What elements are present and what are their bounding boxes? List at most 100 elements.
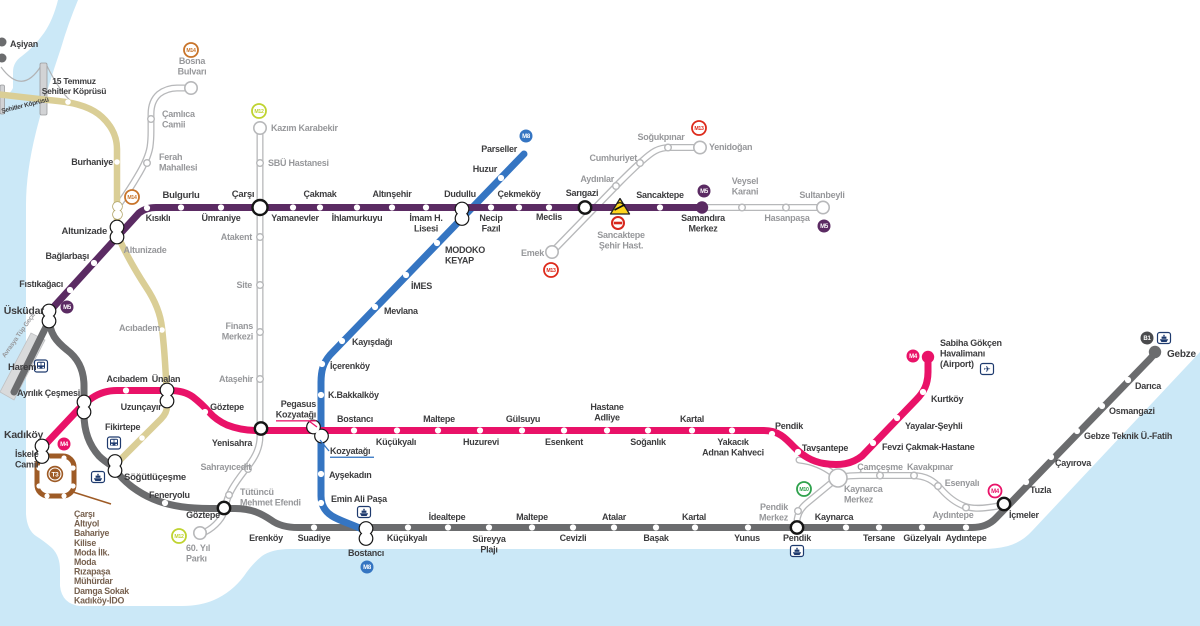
station-label: Acıbadem [106,374,147,384]
t3-loop-stop-dot [36,483,42,489]
interchange-station [113,202,122,211]
station-label: Tavşantepe [802,443,849,453]
ferry-cabin [95,475,101,478]
t3-loop-stop-dot [70,465,76,471]
t3-loop-stop-dot [44,493,50,499]
station-dot [161,499,169,507]
station-label: Kaynarca [815,512,855,522]
station-dot [317,470,325,478]
station-label: Söğütlüçeşme [124,472,186,483]
station-label: Yenisahra [212,438,254,448]
station-label: Çarşı [232,189,255,200]
ferry-cabin [361,510,367,513]
ferry-icon [90,470,106,484]
station-label: İhlamurkuyu [332,213,383,223]
line-badge-label: M12 [254,109,264,115]
interchange-station [251,198,269,217]
station-dot [256,281,265,290]
ferry-icon [1156,331,1172,345]
station-dot [518,427,526,434]
station-label: Site [236,280,252,290]
ferry-icon [356,505,372,519]
line-marmaray [45,312,1159,531]
label-pointer [308,420,318,428]
station-dot [433,239,441,247]
station-label: Aşiyan [10,39,38,49]
station-label: Kısıklı [146,213,171,223]
station-dot [444,524,452,531]
t3-pointer [72,491,112,505]
t3-stop-label: Moda İlk. [74,547,109,557]
station-label: Bostancı [348,548,384,558]
station-label: Parseller [481,144,518,154]
station-label: Erenköy [249,533,283,543]
station-label: Soğanlık [630,437,667,447]
station-dot [224,491,233,500]
train-window [38,362,41,366]
line-badge-m5 [60,300,74,314]
station-label: Göztepe [210,402,244,412]
station-dot [289,204,297,211]
station-label: Yenidoğan [709,142,752,152]
t3-loop-stop-dot [61,455,67,461]
station-dot [910,471,919,480]
station-label: Esenkent [545,437,583,447]
interchange-station [77,395,91,409]
station-dot [1047,453,1055,461]
interchange-station [253,421,269,436]
station-label: Ümraniye [201,213,240,223]
station-dot [934,482,943,491]
t3-stop-label: Mühürdar [74,576,113,586]
station-dot [350,427,358,434]
station-dot [794,448,802,456]
station-dot [310,524,318,531]
station-dot [664,143,673,152]
station-dot [256,328,265,337]
station-dot [146,114,155,123]
station-label: Ayşekadın [329,470,371,480]
line-badge-m4 [57,437,71,451]
ferry-funnel [97,473,99,476]
station-label: Gülsuyu [506,414,540,424]
interchange-station [110,220,124,234]
station-dot [610,524,618,531]
station-label: Bağlarbaşı [45,251,89,261]
t3-loop-stop-dot [61,493,67,499]
station-dot [1073,427,1081,435]
station-label: Altunizade [61,226,107,237]
station-dot [1098,402,1106,410]
station-dot [90,259,98,267]
line-badge-m5 [817,219,831,233]
station-label: Çamçeşme [857,462,903,472]
station-dot [918,524,926,531]
line-m14-inner [117,85,193,206]
station-dot [114,159,120,165]
t3-stop-label: Çarşı [74,509,95,519]
station-label: Kurtköy [931,394,963,404]
station-label: Göztepe [186,510,220,520]
station-dot [316,204,324,211]
interchange-station [113,210,122,219]
line-badge-m8 [519,129,533,143]
train-icon [33,359,49,373]
interchange-station [315,429,328,443]
terminus-station [695,201,709,214]
line-badge-m4 [906,349,920,363]
station-dot [794,507,803,516]
interchange-station [77,405,91,419]
station-label: Kazım Karabekir [271,123,339,133]
station-dot [143,204,151,212]
station-dot [545,204,553,211]
station-dot [962,503,971,512]
t3-stop-label: Moda [74,557,96,567]
interchange-station [160,383,174,397]
station-label: Küçükyalı [387,533,427,543]
station-label: Esenyalı [945,478,980,488]
train-icon [106,436,122,450]
